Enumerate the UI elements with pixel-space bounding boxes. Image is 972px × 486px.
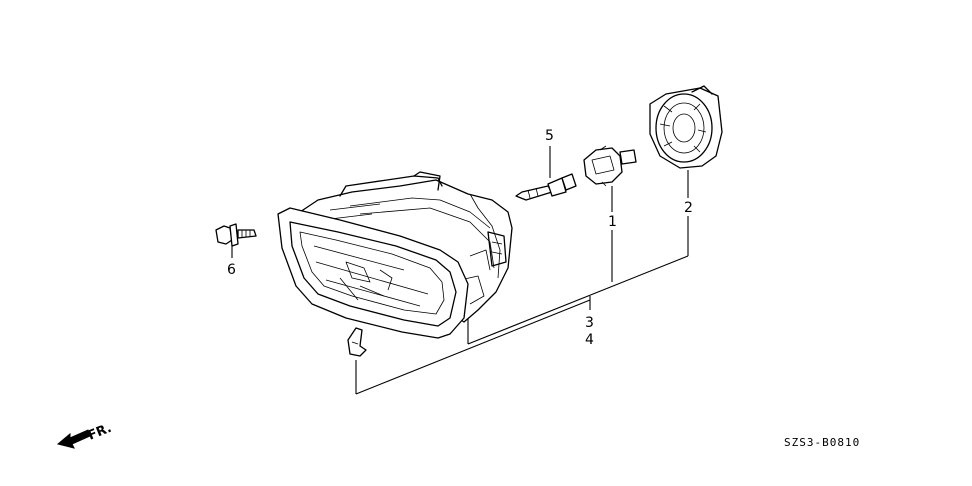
front-direction-indicator: FR.	[56, 421, 114, 449]
bulb-socket	[583, 145, 637, 187]
diagram-code: SZS3-B0810	[784, 436, 860, 449]
front-label: FR.	[86, 421, 114, 444]
leader-lines	[231, 146, 689, 395]
halogen-bulb	[515, 173, 577, 201]
callout-5: 5	[545, 128, 554, 144]
fog-light-housing	[277, 171, 513, 357]
front-arrow-icon	[56, 429, 91, 449]
callout-6: 6	[227, 262, 236, 278]
callout-1: 1	[608, 214, 617, 230]
flange-bolt	[215, 223, 257, 247]
callout-3: 3	[585, 315, 594, 331]
callout-4: 4	[585, 332, 594, 348]
callout-2: 2	[684, 200, 693, 216]
callout-labels: 1 2 3 4 5 6	[227, 128, 693, 348]
cover-ring	[649, 85, 723, 169]
